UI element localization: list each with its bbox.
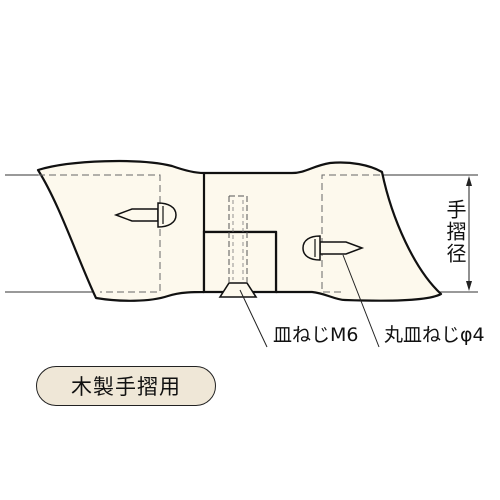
- joint-step-piece: [202, 230, 278, 294]
- dimension-label: 手摺径: [443, 199, 467, 265]
- flat-screw-m6: [218, 195, 258, 298]
- leader-line-flat-screw: [239, 289, 268, 348]
- left-insert-hidden-line: [38, 174, 161, 293]
- leader-line-round-screw: [342, 254, 380, 348]
- right-insert-hidden-line: [321, 174, 380, 293]
- right-round-flat-screw: [302, 235, 365, 261]
- round-screw-label: 丸皿ねじφ4: [384, 324, 485, 346]
- diameter-dimension-arrow: [466, 176, 472, 291]
- wooden-handrail-badge: 木製手摺用: [36, 366, 216, 406]
- left-wood-screw: [113, 202, 177, 228]
- flat-screw-label: 皿ねじM6: [273, 324, 358, 346]
